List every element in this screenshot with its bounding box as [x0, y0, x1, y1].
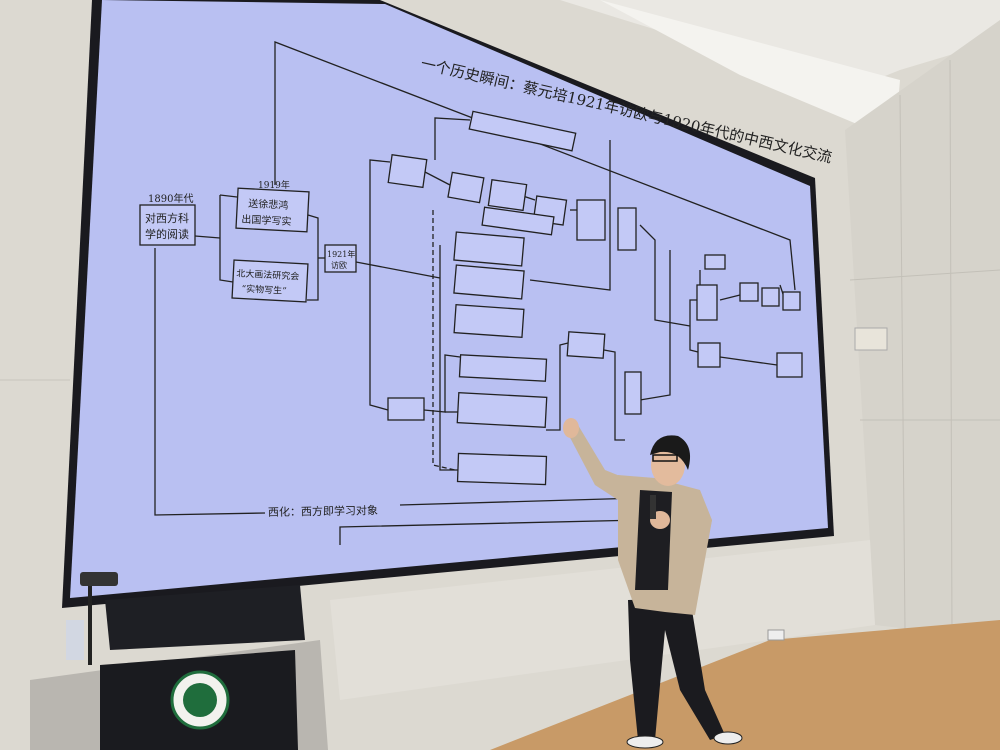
diagram-box-pku — [231, 259, 309, 303]
ceiling-light-fixture — [600, 0, 900, 140]
water-bottle — [66, 620, 84, 660]
led-screen — [70, 0, 828, 598]
box-reading-line1: 对西方科 — [145, 211, 189, 225]
perforated-wall-panel — [845, 20, 1000, 640]
speaker — [563, 418, 743, 749]
left-shoe — [626, 735, 664, 749]
left-arm — [675, 505, 712, 555]
monitor — [105, 585, 305, 650]
box-pku-line2: “实物写生” — [241, 283, 287, 297]
box-1921-line1: 1921年 — [327, 249, 355, 259]
box-reading-line2: 学的阅读 — [145, 227, 189, 241]
box-xu-line1: 送徐悲鸿 — [248, 197, 289, 212]
westernization-label: 西化：西方即学习对象 — [268, 503, 378, 519]
era-1890-label: 1890年代 — [148, 192, 193, 205]
box-pku-line1: 北大画法研究会 — [236, 267, 300, 282]
wooden-floor — [490, 620, 1000, 750]
podium — [30, 572, 328, 750]
power-socket — [767, 629, 785, 641]
panel-seams — [849, 59, 1000, 636]
logo-emblem — [183, 683, 217, 717]
raised-arm — [565, 425, 625, 500]
slide-diagram — [139, 41, 803, 545]
hair — [650, 435, 691, 470]
right-shoe — [713, 731, 743, 745]
camera — [80, 572, 118, 586]
microphone — [650, 495, 656, 519]
diagram-box-reading — [139, 204, 196, 246]
emergency-light — [854, 327, 888, 351]
pointing-hand — [563, 418, 579, 438]
box-xu-line2: 出国学写实 — [241, 212, 292, 228]
diagram-box-1921 — [324, 244, 357, 273]
glasses — [652, 454, 678, 462]
diagram-box-xu — [235, 187, 310, 233]
lower-wall — [330, 540, 875, 700]
box-1921-line2: 访欧 — [331, 260, 347, 270]
era-1919-label: 1919年 — [258, 179, 290, 191]
trousers — [628, 598, 725, 740]
